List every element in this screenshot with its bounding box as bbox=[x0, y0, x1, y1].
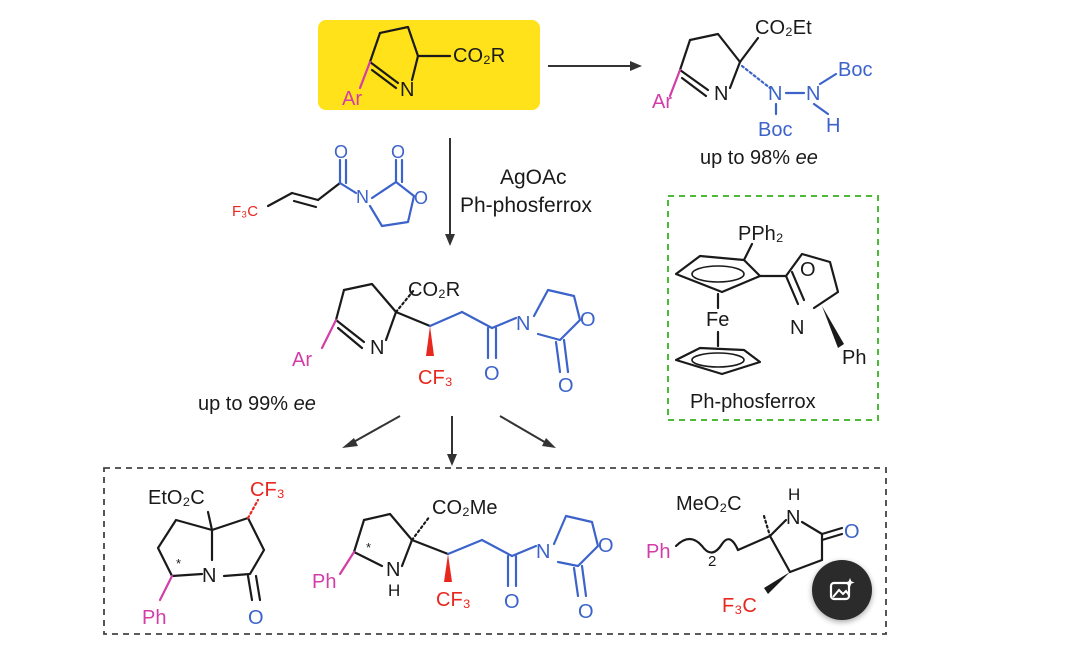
image-sparkle-icon bbox=[829, 578, 855, 601]
meo2c-label: MeO₂C bbox=[676, 493, 742, 515]
boc1-label: Boc bbox=[838, 59, 872, 81]
product-pyrrolidine: * N H CO₂Me Ph CF₃ O N O O bbox=[312, 497, 614, 623]
eto2c-label: EtO₂C bbox=[148, 487, 205, 509]
n-label-2: N bbox=[516, 313, 530, 335]
reagent-ligand: Ph-phosferrox bbox=[460, 194, 592, 217]
co2me-label: CO₂Me bbox=[432, 497, 498, 519]
fe-label: Fe bbox=[706, 309, 729, 331]
n-label: N bbox=[370, 337, 384, 359]
ee-main: up to 99% ee bbox=[198, 393, 316, 415]
nh-h-label: H bbox=[788, 485, 800, 504]
derivatization-arrows bbox=[342, 415, 556, 466]
ligand-box bbox=[667, 195, 879, 421]
f3c-label: F₃C bbox=[722, 595, 757, 617]
ar-label: Ar bbox=[342, 88, 362, 110]
n1-label: N bbox=[768, 83, 782, 105]
o-label: O bbox=[334, 142, 348, 162]
ee-top: up to 98% ee bbox=[700, 147, 818, 169]
reagent-agoac: AgOAc bbox=[500, 166, 567, 189]
amination-product: N CO₂Et Ar N N Boc Boc H up to 98% ee bbox=[652, 17, 872, 169]
arrow-down bbox=[445, 138, 455, 246]
n2-label: N bbox=[806, 83, 820, 105]
o-label: O bbox=[800, 259, 816, 281]
o-label-2: O bbox=[578, 601, 594, 623]
h-label: H bbox=[826, 115, 840, 137]
product-bicyclic: EtO₂C CF₃ N O * Ph bbox=[142, 479, 285, 629]
ph-label: Ph bbox=[842, 347, 866, 369]
n-label: N bbox=[786, 507, 800, 529]
visual-search-button[interactable] bbox=[812, 560, 872, 620]
ar-label: Ar bbox=[652, 91, 672, 113]
star-label: * bbox=[176, 556, 181, 571]
n-label: N bbox=[714, 83, 728, 105]
ph-label: Ph bbox=[646, 541, 670, 563]
n-label: N bbox=[356, 187, 369, 207]
o-ring-label: O bbox=[580, 309, 596, 331]
n-label: N bbox=[790, 317, 804, 339]
michael-acceptor: F₃C O N O O bbox=[232, 142, 428, 228]
ligand-structure: PPh₂ Fe O N Ph Ph-phosferrox bbox=[667, 195, 879, 421]
co2r-label: CO₂R bbox=[453, 45, 505, 67]
boc2-label: Boc bbox=[758, 119, 792, 141]
o-ring-label: O bbox=[414, 188, 428, 208]
star-label: * bbox=[366, 540, 371, 555]
subscript-label: 2 bbox=[708, 553, 716, 570]
nh-label: N bbox=[386, 559, 400, 581]
o-label: O bbox=[248, 607, 264, 629]
o-label: O bbox=[504, 591, 520, 613]
o-label-2: O bbox=[391, 142, 405, 162]
co2r-label: CO₂R bbox=[408, 279, 460, 301]
ar-label: Ar bbox=[292, 349, 312, 371]
ph-label: Ph bbox=[312, 571, 336, 593]
o-label: O bbox=[484, 363, 500, 385]
cf3-label: CF₃ bbox=[250, 479, 285, 501]
ligand-name: Ph-phosferrox bbox=[690, 391, 816, 413]
o-ring-label: O bbox=[598, 535, 614, 557]
starting-material: N CO₂R Ar bbox=[318, 20, 540, 110]
pph2-label: PPh₂ bbox=[738, 223, 784, 245]
highlight-box bbox=[318, 20, 540, 110]
n-label: N bbox=[202, 565, 216, 587]
n-label: N bbox=[400, 79, 414, 101]
product-lactam: MeO₂C H N O F₃C Ph 2 bbox=[646, 485, 860, 617]
nh-h-label: H bbox=[388, 581, 400, 600]
n-label: N bbox=[536, 541, 550, 563]
o-label: O bbox=[844, 521, 860, 543]
main-product: N CO₂R Ar CF₃ O N O O up to 99% ee bbox=[198, 279, 596, 415]
products-box bbox=[103, 467, 887, 635]
o-label-3: O bbox=[558, 375, 574, 397]
co2et-label: CO₂Et bbox=[755, 17, 812, 39]
cf3-label: CF₃ bbox=[418, 367, 453, 389]
arrow-right bbox=[548, 61, 642, 71]
f3c-label: F₃C bbox=[232, 203, 258, 220]
cf3-label: CF₃ bbox=[436, 589, 471, 611]
ph-label: Ph bbox=[142, 607, 166, 629]
